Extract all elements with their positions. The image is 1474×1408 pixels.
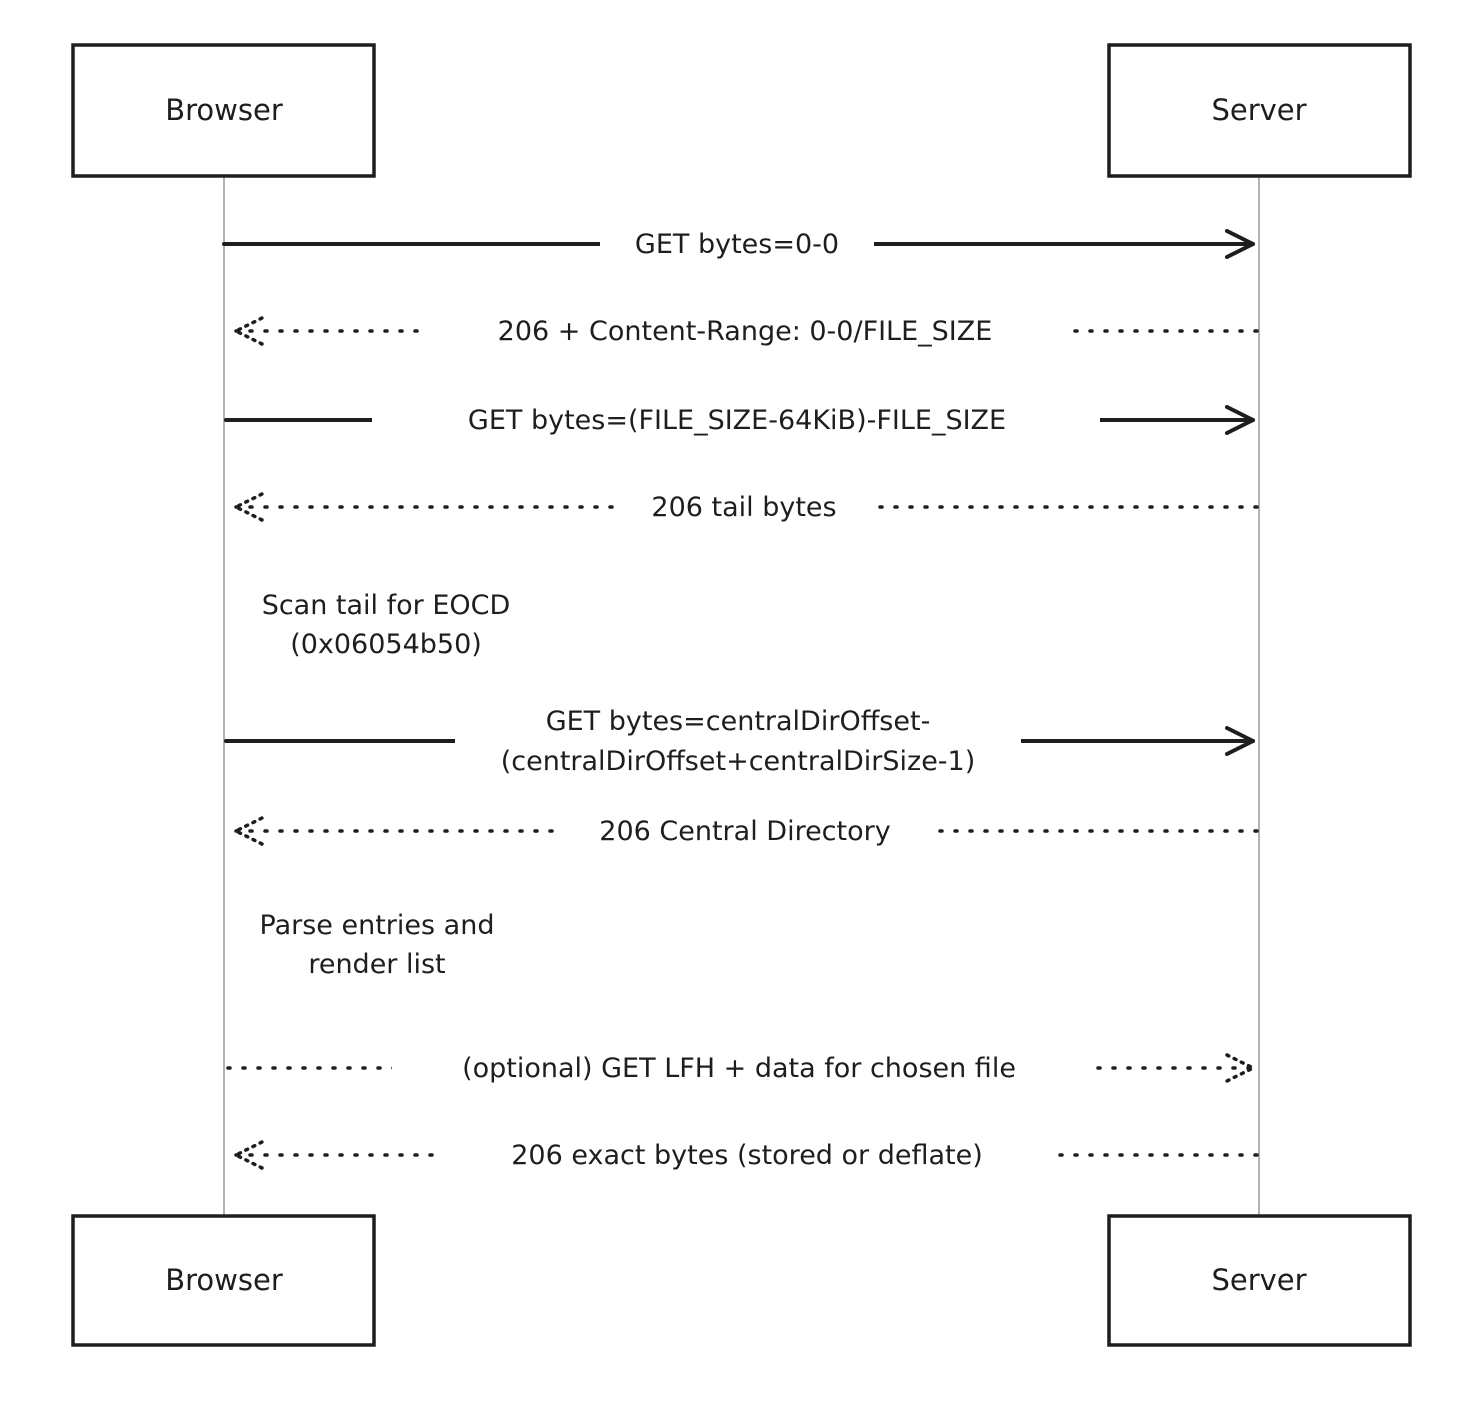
message-206-exact-bytes: 206 exact bytes (stored or deflate) bbox=[236, 1135, 1259, 1175]
note-scan-eocd: Scan tail for EOCD (0x06054b50) bbox=[262, 590, 511, 660]
participant-server-bottom: Server bbox=[1107, 1214, 1412, 1347]
participant-server-top: Server bbox=[1107, 43, 1412, 178]
participant-server-bottom-label: Server bbox=[1211, 1263, 1306, 1297]
message-206-central-directory: 206 Central Directory bbox=[236, 811, 1259, 851]
note-line: Parse entries and bbox=[260, 910, 495, 941]
participant-server-top-label: Server bbox=[1211, 93, 1306, 127]
message-get-central-directory: GET bytes=centralDirOffset- (centralDirO… bbox=[224, 700, 1255, 782]
message-206-content-range: 206 + Content-Range: 0-0/FILE_SIZE bbox=[236, 311, 1259, 351]
message-label: (optional) GET LFH + data for chosen fil… bbox=[462, 1053, 1016, 1084]
participant-browser-top-label: Browser bbox=[165, 93, 283, 127]
message-label: 206 exact bytes (stored or deflate) bbox=[511, 1140, 983, 1171]
message-label: (centralDirOffset+centralDirSize-1) bbox=[501, 746, 976, 777]
message-optional-get-lfh: (optional) GET LFH + data for chosen fil… bbox=[226, 1048, 1253, 1088]
message-label: GET bytes=centralDirOffset- bbox=[546, 706, 931, 737]
note-line: (0x06054b50) bbox=[290, 629, 482, 660]
message-label: 206 Central Directory bbox=[599, 816, 890, 847]
participant-browser-bottom-label: Browser bbox=[165, 1263, 283, 1297]
message-label: GET bytes=0-0 bbox=[635, 229, 839, 260]
message-label: 206 tail bytes bbox=[651, 492, 836, 523]
message-get-tail-range: GET bytes=(FILE_SIZE-64KiB)-FILE_SIZE bbox=[224, 400, 1255, 440]
message-label: GET bytes=(FILE_SIZE-64KiB)-FILE_SIZE bbox=[468, 405, 1006, 436]
note-parse-entries: Parse entries and render list bbox=[260, 910, 495, 980]
participant-browser-bottom: Browser bbox=[71, 1214, 376, 1347]
participant-browser-top: Browser bbox=[71, 43, 376, 178]
message-label: 206 + Content-Range: 0-0/FILE_SIZE bbox=[498, 316, 993, 347]
message-206-tail-bytes: 206 tail bytes bbox=[236, 487, 1259, 527]
note-line: Scan tail for EOCD bbox=[262, 590, 511, 621]
note-line: render list bbox=[308, 949, 445, 980]
message-get-bytes-0-0: GET bytes=0-0 bbox=[222, 224, 1255, 264]
